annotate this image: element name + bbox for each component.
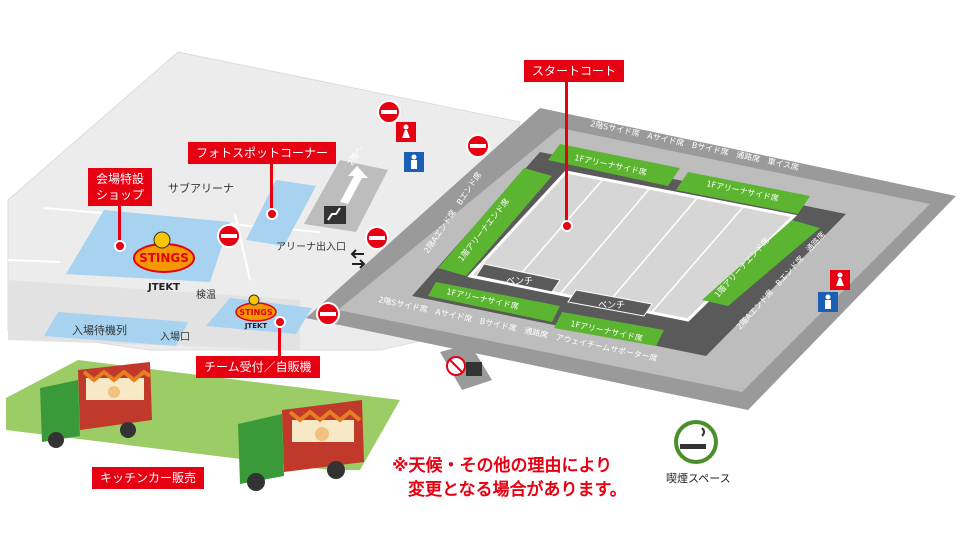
toilet-male-icon — [404, 152, 424, 172]
notice-line-1: ※天候・その他の理由により — [392, 456, 613, 476]
smoking-space-label: 喫煙スペース — [666, 472, 731, 485]
smoking-icon — [674, 420, 718, 464]
team-reception-dot — [274, 316, 286, 328]
kitchen-car-icon — [238, 400, 364, 491]
team-reception-stem — [278, 320, 281, 358]
entry-queue-zone — [44, 312, 188, 346]
photo-spot-dot — [266, 208, 278, 220]
start-court-label: スタートコート — [524, 60, 625, 82]
stings-logo-small: STINGS JTEKT — [235, 294, 277, 330]
entry-queue-label: 入場待機列 — [72, 323, 127, 337]
logo-text-small: STINGS — [239, 308, 272, 317]
venue-shop-label: 会場特設 ショップ — [88, 168, 153, 206]
start-court-stem — [565, 82, 568, 224]
stairs-up-icon — [324, 166, 368, 224]
bench-label-1: ベンチ — [506, 276, 533, 287]
start-court-dot — [561, 220, 573, 232]
notice-line-2: 変更となる場合があります。 — [408, 480, 627, 500]
no-entry-icon — [365, 226, 389, 250]
photo-spot-zone — [246, 180, 316, 246]
benches — [475, 263, 653, 317]
two-way-arrow-icon — [350, 249, 366, 269]
no-entry-icon — [217, 224, 241, 248]
photo-spot-label: フォトスポットコーナー — [188, 142, 337, 164]
no-entry-icon — [466, 134, 490, 158]
no-entry-icon — [377, 100, 401, 124]
kitchen-car-icon — [40, 362, 152, 448]
toilet-female-icon — [830, 270, 850, 290]
logo-sub-small: JTEKT — [244, 322, 268, 330]
stings-logo: STINGS JTEKT — [133, 231, 195, 293]
temp-check-label: 検温 — [196, 288, 216, 301]
no-smoking-icon — [440, 344, 492, 390]
venue-shop-dot — [114, 240, 126, 252]
toilet-male-icon — [818, 292, 838, 312]
venue-shop-stem — [118, 206, 121, 244]
entrance-label: 入場口 — [160, 330, 190, 343]
bench-label-2: ベンチ — [598, 300, 625, 311]
logo-text: STINGS — [139, 251, 189, 265]
sub-arena-label: サブアリーナ — [168, 181, 234, 195]
logo-sub: JTEKT — [147, 282, 180, 293]
no-entry-icon — [316, 302, 340, 326]
arena-exit-label: アリーナ出入口 — [276, 240, 346, 253]
kitchen-car-label: キッチンカー販売 — [92, 467, 205, 489]
photo-spot-stem — [270, 164, 273, 212]
notice: ※天候・その他の理由により 変更となる場合があります。 — [392, 454, 627, 502]
team-reception-label: チーム受付／自販機 — [196, 356, 320, 378]
f1-seats — [428, 144, 820, 346]
toilet-female-icon — [396, 122, 416, 142]
